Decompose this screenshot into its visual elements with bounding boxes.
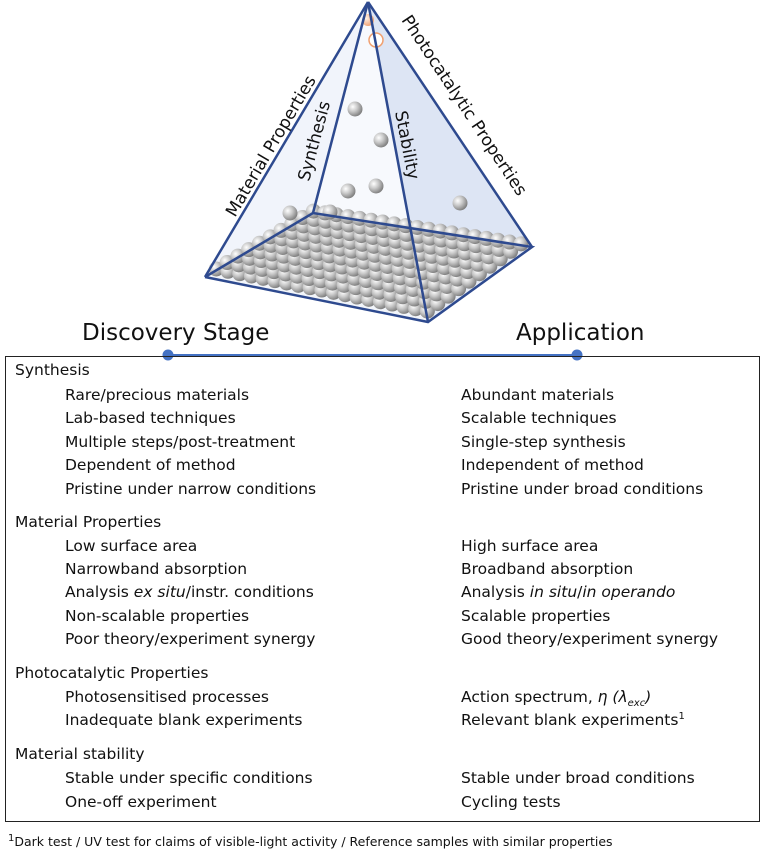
- sphere: [501, 234, 517, 250]
- list-item: Photosensitised processes: [65, 688, 269, 706]
- list-item: Dependent of method: [65, 456, 236, 474]
- list-item: Pristine under broad conditions: [461, 480, 704, 498]
- sphere: [452, 195, 468, 211]
- sphere: [282, 205, 298, 221]
- list-item: Relevant blank experiments1: [461, 711, 685, 730]
- list-item: Scalable techniques: [461, 409, 617, 427]
- section-title-stability: Material stability: [15, 745, 145, 763]
- footnote: 1Dark test / UV test for claims of visib…: [8, 833, 613, 850]
- sphere: [467, 229, 483, 245]
- application-label: Application: [516, 320, 645, 346]
- timeline-dot-discovery: [162, 349, 174, 361]
- sphere: [368, 178, 384, 194]
- list-item: Cycling tests: [461, 793, 561, 811]
- list-item: Multiple steps/post-treatment: [65, 433, 296, 451]
- list-item: Scalable properties: [461, 607, 611, 625]
- list-item: Non-scalable properties: [65, 607, 250, 625]
- list-item: One-off experiment: [65, 793, 217, 811]
- list-item: Broadband absorption: [461, 560, 634, 578]
- list-item: Single-step synthesis: [461, 433, 626, 451]
- section-title-material-properties: Material Properties: [15, 513, 162, 531]
- list-item: Stable under broad conditions: [461, 769, 695, 787]
- timeline: [162, 349, 583, 361]
- list-item: Analysis ex situ/instr. conditions: [65, 583, 314, 601]
- sphere: [478, 230, 494, 246]
- sphere: [363, 212, 379, 228]
- list-item: Inadequate blank experiments: [65, 711, 303, 729]
- sphere: [352, 210, 368, 226]
- list-item: Lab-based techniques: [65, 409, 236, 427]
- discovery-stage-label: Discovery Stage: [82, 320, 270, 346]
- sphere: [409, 219, 425, 235]
- sphere: [347, 101, 363, 117]
- comparison-table: Synthesis Rare/precious materials Lab-ba…: [5, 356, 760, 822]
- list-item: Good theory/experiment synergy: [461, 630, 719, 648]
- sphere: [386, 216, 402, 232]
- sphere: [444, 225, 460, 241]
- timeline-dot-application: [571, 349, 583, 361]
- sphere: [455, 227, 471, 243]
- sphere-cluster: [208, 14, 529, 319]
- pyramid-diagram: Material Properties Synthesis Stability …: [203, 1, 536, 324]
- list-item: Analysis in situ/in operando: [461, 583, 676, 601]
- sphere: [375, 214, 391, 230]
- list-item: Narrowband absorption: [65, 560, 248, 578]
- sphere: [340, 209, 356, 225]
- list-item: Action spectrum, η (λexc): [461, 688, 652, 710]
- sphere: [421, 221, 437, 237]
- sphere: [432, 223, 448, 239]
- sphere: [340, 183, 356, 199]
- sphere: [490, 232, 506, 248]
- sphere: [513, 236, 529, 252]
- list-item: Abundant materials: [461, 386, 615, 404]
- list-item: Rare/precious materials: [65, 386, 250, 404]
- list-item: Stable under specific conditions: [65, 769, 313, 787]
- section-title-photocatalytic: Photocatalytic Properties: [15, 664, 209, 682]
- pyramid-edges: [203, 1, 536, 324]
- section-title-synthesis: Synthesis: [15, 361, 90, 379]
- sphere: [373, 132, 389, 148]
- list-item: Low surface area: [65, 537, 198, 555]
- list-item: Pristine under narrow conditions: [65, 480, 317, 498]
- list-item: Independent of method: [461, 456, 644, 474]
- list-item: High surface area: [461, 537, 599, 555]
- list-item: Poor theory/experiment synergy: [65, 630, 316, 648]
